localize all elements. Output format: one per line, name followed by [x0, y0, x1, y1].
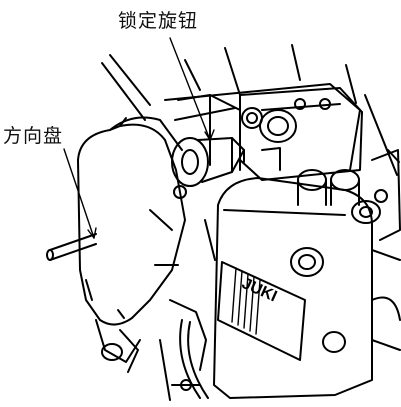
- juki-logo-hatch: [231, 267, 261, 335]
- handwheel-label: 方向盘: [3, 125, 64, 147]
- lock-knob-leader: [169, 37, 211, 141]
- handwheel-leader: [63, 148, 95, 239]
- lock-knob-arrowhead: [204, 129, 215, 141]
- handwheel-cover: [46, 116, 186, 373]
- right-mechanism: [297, 149, 401, 351]
- machine-frame: [101, 44, 400, 176]
- face-plate: JUKI: [213, 177, 373, 399]
- callout-leaders: [63, 37, 215, 239]
- juki-logo-plate: [217, 261, 306, 361]
- handwheel-arrowhead: [87, 227, 97, 239]
- lock-knob-label: 锁定旋钮: [118, 10, 199, 32]
- lower-parts: [159, 219, 216, 401]
- lock-knob: [171, 137, 245, 199]
- bolt-block: [239, 87, 363, 181]
